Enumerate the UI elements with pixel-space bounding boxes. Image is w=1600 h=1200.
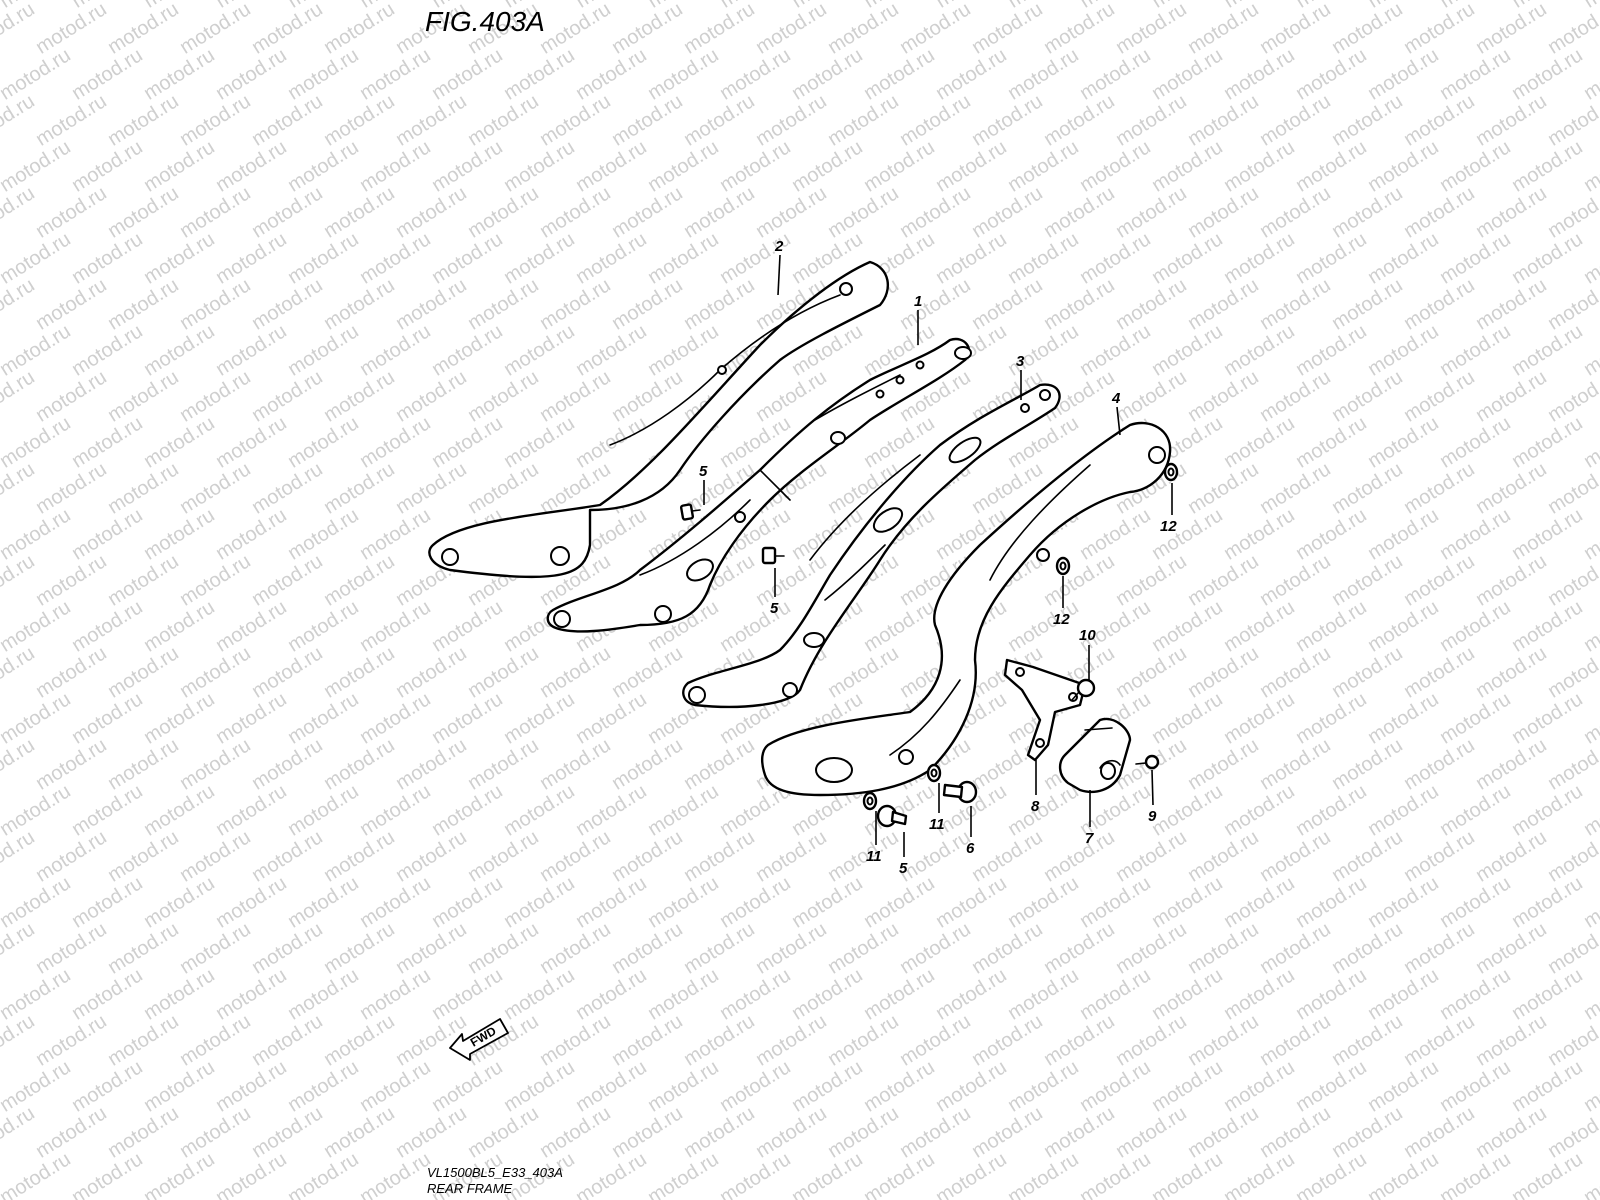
bolt-5-upper xyxy=(679,503,701,521)
leader-lines xyxy=(703,254,1173,857)
part-3-inner-frame xyxy=(682,383,1061,709)
bolt-10 xyxy=(1071,678,1096,701)
callout-labels: 2 1 3 4 5 5 5 6 7 8 9 10 11 11 12 12 xyxy=(699,238,1177,877)
callout-10: 10 xyxy=(1079,627,1096,644)
callout-7: 7 xyxy=(1085,830,1094,847)
part-4-main-rear-frame xyxy=(760,421,1172,797)
part-7-cushion xyxy=(1058,717,1132,794)
callout-6: 6 xyxy=(966,840,975,857)
callout-3: 3 xyxy=(1016,353,1025,370)
callout-5-middle: 5 xyxy=(770,600,779,617)
callout-8: 8 xyxy=(1031,798,1040,815)
washer-12-lower xyxy=(1055,556,1071,576)
callout-12-upper: 12 xyxy=(1160,518,1177,535)
bolt-9 xyxy=(1135,754,1160,770)
part-1-inner-bracket xyxy=(546,337,972,633)
callout-11-right: 11 xyxy=(929,816,945,833)
bolt-5-lower xyxy=(876,804,908,828)
washer-11-right xyxy=(926,763,942,783)
figure-name: REAR FRAME xyxy=(427,1181,513,1196)
callout-5-lower: 5 xyxy=(899,860,908,877)
washer-12-upper xyxy=(1163,462,1179,482)
callout-12-lower: 12 xyxy=(1053,611,1070,628)
fwd-arrow-icon: FWD xyxy=(449,1018,509,1061)
callout-2: 2 xyxy=(774,238,784,255)
figure-title: FIG.403A xyxy=(425,6,545,37)
callout-5-upper: 5 xyxy=(699,463,708,480)
part-2-frame-rail xyxy=(428,260,890,579)
callout-1: 1 xyxy=(914,293,922,310)
callout-11-left: 11 xyxy=(866,848,882,865)
bolt-6 xyxy=(942,780,978,804)
part-8-bracket-plate xyxy=(1003,658,1087,762)
washer-11-left xyxy=(862,791,878,811)
bolt-5-middle xyxy=(761,546,785,565)
callout-4: 4 xyxy=(1111,390,1121,407)
callout-9: 9 xyxy=(1148,808,1157,825)
figure-code: VL1500BL5_E33_403A xyxy=(427,1165,563,1180)
